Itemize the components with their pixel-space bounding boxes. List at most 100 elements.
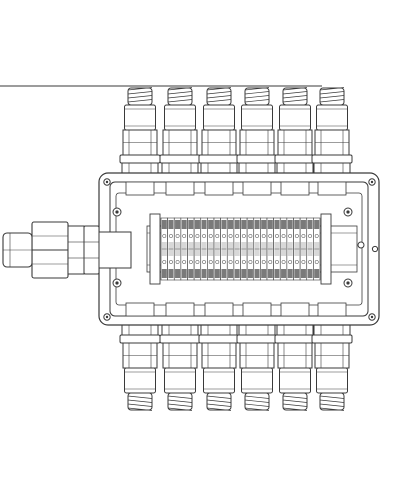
terminal-top-clamp: [241, 220, 247, 229]
terminal-screw-upper: [182, 234, 187, 238]
terminal-top-clamp: [234, 220, 240, 229]
terminal-screw-upper: [202, 234, 207, 238]
entry-port-bottom-1: [125, 302, 155, 317]
terminal-screw-upper: [228, 234, 233, 238]
flange-bolt-top-right: [368, 178, 376, 186]
terminal-screw-lower: [235, 260, 240, 264]
entry-port-bottom-4: [242, 302, 272, 317]
terminal-bottom-clamp: [300, 269, 306, 278]
terminal-block-5: [187, 217, 195, 281]
cable-gland-bottom-4: [236, 324, 278, 411]
bottom-cable-glands: [119, 324, 353, 411]
terminal-bottom-clamp: [241, 269, 247, 278]
terminal-top-clamp: [161, 220, 167, 229]
terminal-bottom-clamp: [168, 269, 174, 278]
terminal-bottom-clamp: [314, 269, 320, 278]
ground-screw-right: [357, 241, 365, 249]
gland-thread-line: [206, 87, 232, 91]
terminal-screw-lower: [228, 260, 233, 264]
gland-thread-line: [167, 395, 193, 399]
terminal-top-clamp: [281, 220, 287, 229]
terminal-top-clamp: [168, 220, 174, 229]
gland-thread-line: [319, 87, 345, 91]
terminal-screw-lower: [288, 260, 293, 264]
terminal-bottom-clamp: [274, 269, 280, 278]
cable-gland-top-3: [198, 87, 240, 174]
gland-locknut: [238, 324, 276, 336]
terminal-block-9: [213, 217, 221, 281]
terminal-bottom-clamp: [247, 269, 253, 278]
terminal-block-2: [167, 217, 175, 281]
gland-thread-line: [167, 91, 193, 95]
terminal-top-clamp: [208, 220, 214, 229]
gland-thread-line: [167, 403, 193, 407]
terminal-screw-lower: [208, 260, 213, 264]
terminal-screw-upper: [241, 234, 246, 238]
entry-port-bottom-6: [317, 302, 347, 317]
gland-thread-line: [282, 399, 308, 403]
terminal-bottom-clamp: [214, 269, 220, 278]
gland-thread-line: [282, 395, 308, 399]
terminal-screw-lower: [175, 260, 180, 264]
flange-bolt-bottom-right: [368, 313, 376, 321]
terminal-screw-upper: [288, 234, 293, 238]
terminal-top-clamp: [274, 220, 280, 229]
terminal-block-13: [240, 217, 248, 281]
gland-thread-line: [206, 407, 232, 411]
terminal-block-14: [246, 217, 255, 281]
terminal-screw-lower: [294, 260, 299, 264]
gland-flange-ring: [159, 334, 201, 344]
terminal-bottom-clamp: [228, 269, 234, 278]
terminal-screw-upper: [208, 234, 213, 238]
cable-gland-bottom-5: [274, 324, 316, 411]
gland-thread-line: [127, 395, 153, 399]
terminal-screw-upper: [301, 234, 306, 238]
gland-thread-line: [282, 99, 308, 103]
terminal-screw-lower: [301, 260, 306, 264]
terminal-top-clamp: [307, 220, 313, 229]
gland-locknut: [313, 324, 351, 336]
terminal-screw-lower: [188, 260, 193, 264]
terminal-top-clamp: [247, 220, 253, 229]
enclosure-body: [98, 172, 380, 326]
terminal-screw-upper: [168, 234, 173, 238]
terminal-end-clamp-left: [149, 213, 161, 285]
gland-thread-line: [282, 91, 308, 95]
terminal-screw-lower: [202, 260, 207, 264]
terminal-screw-upper: [261, 234, 266, 238]
terminal-top-clamp: [201, 220, 207, 229]
gland-locknut: [313, 162, 351, 174]
terminal-top-clamp: [181, 220, 187, 229]
terminal-bottom-clamp: [201, 269, 207, 278]
cable-gland-bottom-6: [311, 324, 353, 411]
gland-thread-line: [206, 91, 232, 95]
gland-thread-line: [127, 407, 153, 411]
gland-thread-line: [319, 399, 345, 403]
gland-thread-line: [206, 399, 232, 403]
terminal-screw-upper: [188, 234, 193, 238]
terminal-block-12: [233, 217, 241, 281]
gland-thread-line: [244, 99, 270, 103]
terminal-top-clamp: [194, 220, 200, 229]
terminal-block-strip: [160, 217, 321, 281]
gland-thread-line: [319, 403, 345, 407]
gland-thread-line: [206, 395, 232, 399]
side-gland-neck: [98, 231, 132, 269]
gland-locknut: [121, 324, 159, 336]
terminal-bottom-clamp: [208, 269, 214, 278]
gland-flange-ring: [119, 334, 161, 344]
terminal-screw-upper: [268, 234, 273, 238]
terminal-screw-lower: [248, 260, 253, 264]
terminal-top-clamp: [314, 220, 320, 229]
cable-gland-bottom-3: [198, 324, 240, 411]
gland-locknut: [161, 324, 199, 336]
terminal-bottom-clamp: [221, 269, 227, 278]
terminal-block-19: [279, 217, 288, 281]
terminal-screw-lower: [182, 260, 187, 264]
entry-port-top-2: [165, 181, 195, 196]
terminal-top-clamp: [214, 220, 220, 229]
terminal-screw-upper: [281, 234, 286, 238]
terminal-screw-lower: [268, 260, 273, 264]
gland-flange-ring: [119, 154, 161, 164]
entry-port-bottom-3: [204, 302, 234, 317]
